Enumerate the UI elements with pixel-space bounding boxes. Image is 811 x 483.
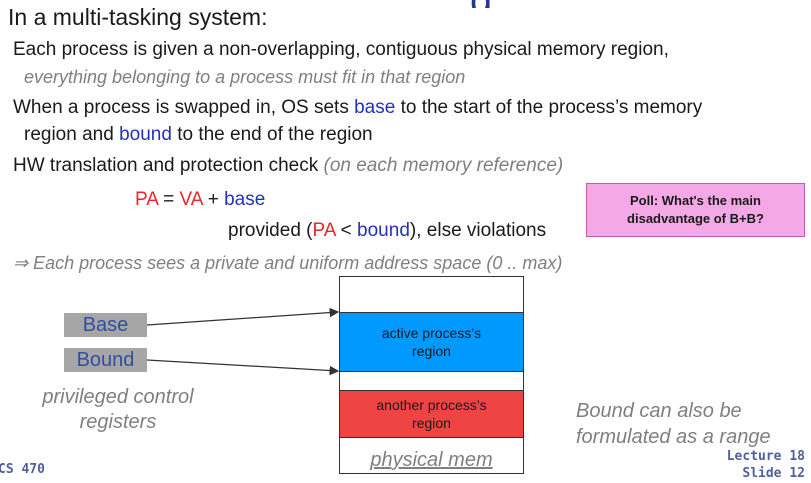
provided-lt: < — [335, 220, 358, 241]
bullet-2-line-1: When a process is swapped in, OS sets ba… — [13, 97, 702, 119]
provided-text-1: provided ( — [228, 220, 313, 241]
poll-line-1: Poll: What's the main — [630, 193, 761, 209]
bullet-3-italic: (on each memory reference) — [323, 155, 564, 176]
bullet-2-text-1: When a process is swapped in, OS sets — [13, 97, 355, 118]
bound-note-line-1: Bound can also be — [576, 400, 742, 422]
formula-pa: PA — [135, 189, 158, 210]
poll-box: Poll: What's the main disadvantage of B+… — [586, 183, 805, 237]
bullet-2-text-3: region and — [24, 124, 120, 145]
bullet-2-text-4: to the end of the region — [171, 124, 373, 145]
slide-number: Lecture 18 Slide 12 — [727, 449, 805, 483]
bound-keyword: bound — [119, 124, 172, 145]
bound-range-note: Bound can also be formulated as a range — [576, 398, 771, 450]
provided-text-2: ), else violations — [409, 220, 547, 241]
slide-heading: In a multi-tasking system: — [8, 4, 268, 30]
physical-mem-label: physical mem — [370, 449, 493, 471]
provided-pa: PA — [312, 220, 336, 241]
registers-caption-line-2: registers — [79, 411, 157, 433]
slide-title-fragment: g — [470, 0, 530, 8]
memory-segment-bottom: physical mem — [339, 437, 524, 474]
bullet-3-text: HW translation and protection check — [13, 155, 324, 176]
lecture-label: Lecture 18 — [726, 449, 805, 464]
poll-line-2: disadvantage of B+B? — [627, 211, 764, 226]
provided-line: provided (PA < bound), else violations — [228, 220, 546, 242]
base-arrow — [146, 307, 340, 326]
formula-base: base — [224, 189, 266, 210]
active-process-region: active process’s region — [339, 312, 524, 372]
provided-bound: bound — [357, 220, 410, 241]
slide-label: Slide 12 — [742, 465, 805, 481]
implication-line: ⇒ Each process sees a private and unifor… — [13, 253, 563, 273]
active-region-line-1: active process’s — [381, 324, 482, 341]
formula: PA = VA + base — [135, 189, 265, 211]
formula-plus: + — [202, 189, 225, 210]
registers-caption: privileged control registers — [18, 385, 218, 435]
formula-va: VA — [179, 189, 203, 210]
bound-note-line-2: formulated as a range — [576, 426, 771, 448]
bullet-2-line-2: region and bound to the end of the regio… — [24, 124, 373, 146]
base-register: Base — [64, 313, 147, 337]
bullet-1-line-1: Each process is given a non-overlapping,… — [13, 39, 669, 60]
another-process-region: another process’s region — [339, 390, 524, 438]
formula-eq: = — [157, 189, 180, 210]
another-region-line-2: region — [412, 415, 451, 431]
base-keyword: base — [354, 97, 396, 118]
course-label: CS 470 — [0, 462, 45, 477]
another-region-line-1: another process’s — [376, 396, 487, 413]
bound-register: Bound — [64, 348, 147, 372]
active-region-line-2: region — [412, 343, 451, 359]
bound-arrow — [146, 359, 340, 376]
bullet-2-text-2: to the start of the process’s memory — [395, 97, 703, 118]
bullet-1-line-2: everything belonging to a process must f… — [24, 67, 466, 87]
bullet-3: HW translation and protection check (on … — [13, 155, 563, 177]
registers-caption-line-1: privileged control — [42, 386, 194, 408]
